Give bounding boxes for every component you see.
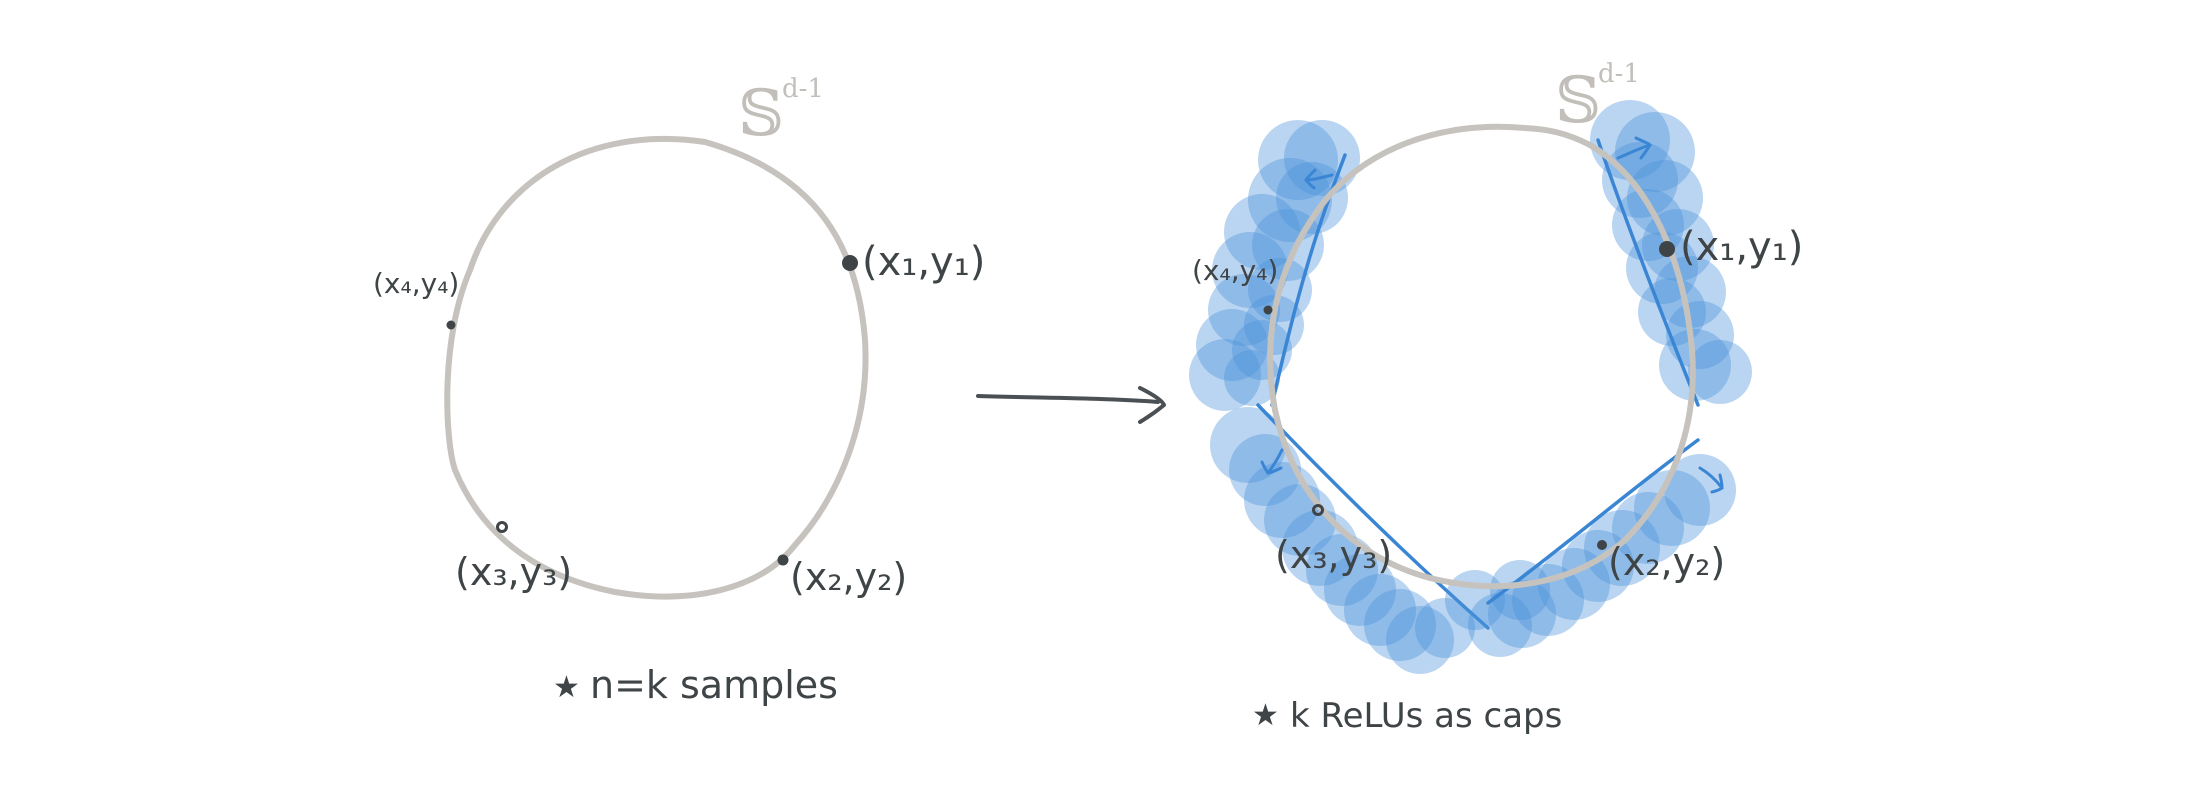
left-point-x1-dot bbox=[842, 255, 858, 271]
relu-cap-x4-normal bbox=[1304, 168, 1334, 190]
relu-cap-x3 bbox=[1210, 407, 1475, 674]
left-point-x4-dot bbox=[446, 320, 456, 330]
left-caption-star: ★ bbox=[553, 670, 580, 705]
relu-cap-x3-normal bbox=[1260, 448, 1284, 475]
left-point-x3-dot bbox=[496, 521, 508, 533]
right-point-x2-label: (x₂,y₂) bbox=[1608, 540, 1725, 584]
relu-cap-x2 bbox=[1445, 454, 1736, 657]
left-point-x2-label: (x₂,y₂) bbox=[790, 555, 907, 599]
left-sphere-superscript: d-1 bbox=[782, 74, 824, 104]
transition-arrow bbox=[976, 386, 1166, 424]
relu-cap-x2-normal bbox=[1698, 466, 1724, 494]
right-panel: 𝕊 d-1 (x₁,y₁) (x₂,y₂) (x₃,y₃) (x₄,y₄) ★ … bbox=[1189, 59, 1803, 736]
right-sphere-label: 𝕊 bbox=[1555, 64, 1601, 138]
left-point-x2-dot bbox=[777, 554, 789, 566]
left-point-x3-label: (x₃,y₃) bbox=[455, 550, 572, 594]
left-point-x4-label: (x₄,y₄) bbox=[373, 267, 459, 300]
relu-cap-x1-normal bbox=[1616, 136, 1652, 160]
right-point-x1-label: (x₁,y₁) bbox=[1680, 224, 1803, 270]
right-sphere-superscript: d-1 bbox=[1598, 59, 1640, 89]
right-point-x4-label: (x₄,y₄) bbox=[1192, 254, 1278, 287]
right-point-x1-dot bbox=[1659, 241, 1675, 257]
right-sphere-circle bbox=[1267, 123, 1696, 590]
left-sphere-label: 𝕊 bbox=[738, 77, 784, 151]
right-point-x3-label: (x₃,y₃) bbox=[1275, 533, 1392, 577]
right-point-x3-dot bbox=[1312, 504, 1324, 516]
right-point-x4-dot bbox=[1263, 305, 1273, 315]
relu-cap-x4 bbox=[1189, 120, 1360, 411]
left-sphere-circle bbox=[444, 135, 869, 600]
left-panel: 𝕊 d-1 (x₁,y₁) (x₂,y₂) (x₃,y₃) (x₄,y₄) ★ … bbox=[373, 74, 985, 707]
right-caption: k ReLUs as caps bbox=[1290, 696, 1562, 736]
relu-cap-x4-boundary bbox=[1270, 153, 1347, 407]
right-caption-star: ★ bbox=[1252, 698, 1279, 733]
left-point-x1-label: (x₁,y₁) bbox=[862, 239, 985, 285]
left-caption: n=k samples bbox=[590, 663, 838, 707]
right-point-x2-dot bbox=[1597, 540, 1607, 550]
relu-cap-x1-boundary bbox=[1596, 138, 1700, 407]
